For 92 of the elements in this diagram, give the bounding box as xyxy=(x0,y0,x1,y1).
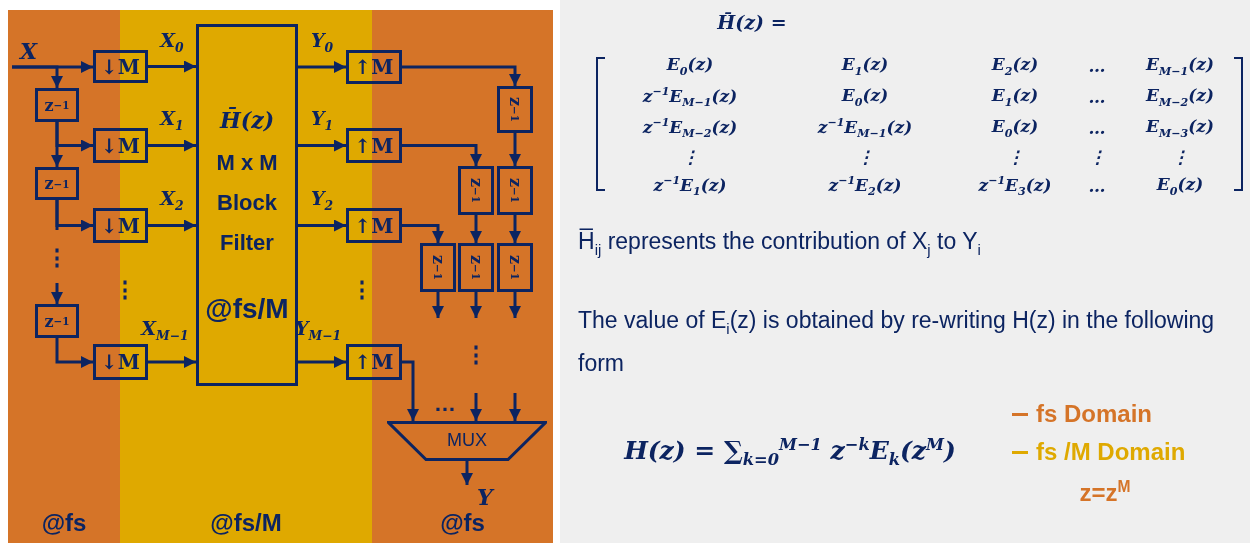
edge-label: X$_{0}$ xyxy=(160,29,184,55)
filter-formula: H̄(z) xyxy=(219,107,275,133)
downsampler-box: ↓M xyxy=(93,208,148,243)
arrow xyxy=(148,356,196,368)
edge-label: Y$_{0}$ xyxy=(310,29,334,55)
matrix-entry: … xyxy=(1088,118,1106,138)
ellipsis-mark: ⋮ xyxy=(46,247,68,269)
matrix-entry: E$_{0}$(z) xyxy=(841,85,889,109)
edge-label: X$_{M−1}$ xyxy=(141,317,189,343)
matrix-entry: ⋮ xyxy=(1171,147,1189,167)
matrix-entry: z$^{−1}$E$_{2}$(z) xyxy=(828,174,902,198)
matrix-entry: z$^{−1}$E$_{M−2}$(z) xyxy=(642,116,738,140)
upsampler-box: ↑M xyxy=(346,128,402,163)
edge-label: Y$_{2}$ xyxy=(310,187,334,213)
delay-box: z$^{−1}$ xyxy=(35,88,79,122)
arrow xyxy=(509,292,521,318)
edge-label: X$_{1}$ xyxy=(160,107,184,133)
arrow xyxy=(148,60,196,73)
delay-box: z$^{−1}$ xyxy=(35,167,79,200)
matrix-entry: E$_{1}$(z) xyxy=(841,54,889,78)
upsampler-box: ↑M xyxy=(346,344,402,380)
arrow xyxy=(509,393,521,421)
arrow xyxy=(509,215,521,243)
arrow xyxy=(402,144,482,166)
arrow xyxy=(470,292,482,318)
arrow xyxy=(432,292,444,318)
description-text: The value of E$_{i}$(z) is obtained by re-writing H(z) in the following form xyxy=(578,306,1216,378)
downsampler-box: ↓M xyxy=(93,344,148,380)
matrix-entry: ⋮ xyxy=(1088,147,1106,167)
arrow xyxy=(148,139,196,152)
arrow xyxy=(470,393,482,421)
arrow xyxy=(51,122,63,167)
arrow xyxy=(12,65,63,88)
legend-text: fs /M Domain xyxy=(1036,438,1186,466)
edge-label: Y$_{1}$ xyxy=(310,107,334,133)
matrix-entry: ⋮ xyxy=(856,147,874,167)
matrix-entry: E$_{M−2}$(z) xyxy=(1146,85,1214,109)
matrix-entry: ⋮ xyxy=(1006,147,1024,167)
filter-block xyxy=(196,24,298,386)
matrix-entry: … xyxy=(1088,56,1106,76)
arrow xyxy=(461,461,473,485)
matrix-entry: E$_{M−1}$(z) xyxy=(1146,54,1214,78)
upsampler-box: ↑M xyxy=(346,50,402,84)
arrow xyxy=(402,65,521,86)
matrix-entry: E$_{0}$(z) xyxy=(1156,174,1204,198)
matrix-entry: z$^{−1}$E$_{M−1}$(z) xyxy=(642,85,738,109)
ellipsis-mark: ⋮ xyxy=(114,279,136,301)
ellipsis-mark: … xyxy=(434,393,456,415)
upsampler-box: ↑M xyxy=(346,208,402,243)
arrow xyxy=(402,224,444,243)
band-label: @fs xyxy=(40,509,88,537)
matrix-entry: … xyxy=(1088,87,1106,107)
multiplexer xyxy=(387,421,547,461)
band-label: @fs xyxy=(439,509,486,537)
rate-label: @fs/M xyxy=(205,293,289,325)
matrix-entry: z$^{−1}$E$_{3}$(z) xyxy=(978,174,1052,198)
delay-box: z$^{−1}$ xyxy=(35,304,79,338)
matrix-entry: z$^{−1}$E$_{1}$(z) xyxy=(653,174,727,198)
arrow xyxy=(509,133,521,166)
matrix-entry: E$_{0}$(z) xyxy=(666,54,714,78)
matrix-entry: E$_{2}$(z) xyxy=(991,54,1039,78)
downsampler-box: ↓M xyxy=(93,128,148,163)
matrix-entry: E$_{M−3}$(z) xyxy=(1146,116,1214,140)
arrow xyxy=(298,219,346,232)
matrix-entry: … xyxy=(1088,176,1106,196)
band-label: @fs/M xyxy=(209,509,283,537)
connector-line xyxy=(55,200,59,230)
matrix-heading: H̄(z) = xyxy=(717,11,787,33)
arrow xyxy=(148,219,196,232)
arrow xyxy=(298,356,346,368)
arrow xyxy=(470,215,482,243)
substitution-note: z=z$^{M}$ xyxy=(1079,477,1131,507)
arrow xyxy=(298,139,346,152)
signal-label: Y xyxy=(455,485,500,509)
description-text: H̅$_{ij}$ represents the contribution of X$_{j}$ to Y$_{i}$ xyxy=(578,228,981,258)
edge-label: X$_{2}$ xyxy=(160,187,184,213)
signal-label: X xyxy=(10,36,44,67)
legend-text: fs Domain xyxy=(1036,400,1152,428)
matrix-entry: E$_{0}$(z) xyxy=(991,116,1039,140)
ellipsis-mark: ⋮ xyxy=(465,344,487,366)
matrix-entry: E$_{1}$(z) xyxy=(991,85,1039,109)
multiplexer-label: MUX xyxy=(446,430,488,451)
downsampler-box: ↓M xyxy=(93,50,148,83)
arrow xyxy=(402,360,419,421)
matrix-entry: ⋮ xyxy=(681,147,699,167)
ellipsis-mark: ⋮ xyxy=(351,279,373,301)
arrow xyxy=(51,283,63,304)
filter-name: M x M Block Filter xyxy=(215,149,279,257)
matrix-entry: z$^{−1}$E$_{M−1}$(z) xyxy=(817,116,913,140)
arrow xyxy=(298,61,346,73)
arrow xyxy=(55,338,93,368)
equation: H(z) = ∑$_{k=0}$$^{M−1}$ z$^{−k}$E$_{k}$(z$^{M}$) xyxy=(624,434,956,470)
